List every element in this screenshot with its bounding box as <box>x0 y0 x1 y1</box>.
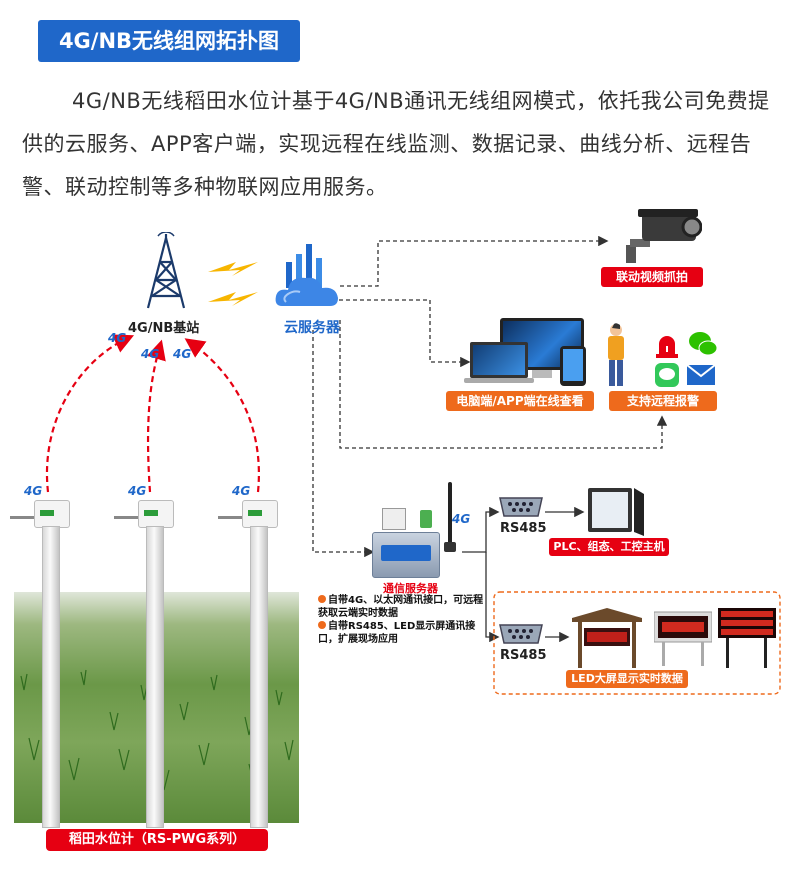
led-tag: LED大屏显示实时数据 <box>566 670 688 688</box>
alarm-tag: 支持远程报警 <box>609 391 717 411</box>
message-icon <box>655 363 679 387</box>
intro-text: 4G/NB无线稻田水位计基于4G/NB通讯无线组网模式，依托我公司免费提供的云服… <box>22 89 770 199</box>
siren-icon <box>656 336 678 358</box>
intro-paragraph: 4G/NB无线稻田水位计基于4G/NB通讯无线组网模式，依托我公司免费提供的云服… <box>22 80 782 209</box>
signal-4g-label: 4G <box>173 347 192 361</box>
video-capture-tag: 联动视频抓拍 <box>601 267 703 287</box>
signal-arc-2 <box>146 339 166 493</box>
cloud-label: 云服务器 <box>284 320 340 336</box>
ethernet-port-icon <box>382 508 406 530</box>
camera-icon <box>626 209 702 263</box>
product-caption: 稻田水位计（RS-PWG系列） <box>46 829 268 851</box>
signal-arc-1 <box>45 334 134 493</box>
cloud-to-alarm-line <box>339 320 668 449</box>
comm-server-label: 通信服务器 <box>383 582 438 595</box>
signal-4g-label: 4G <box>452 512 471 526</box>
rs485-label: RS485 <box>500 648 547 663</box>
water-level-sensor-2 <box>114 500 178 830</box>
phone-icon <box>560 346 586 386</box>
signal-4g-label: 4G <box>141 347 160 361</box>
server-box-icon <box>372 532 440 578</box>
pc-app-tag: 电脑端/APP端在线查看 <box>446 391 594 411</box>
water-level-sensor-1 <box>10 500 74 830</box>
rs485-connector-icon <box>499 624 543 644</box>
antenna-icon <box>448 482 452 544</box>
led-group-box <box>493 591 781 695</box>
base-station-label: 4G/NB基站 <box>128 321 200 336</box>
server-to-rs485-line <box>462 506 500 553</box>
touch-panel-icon <box>588 488 644 536</box>
cloud-to-pc-line <box>325 299 471 368</box>
led-sign-icon <box>654 611 712 666</box>
signal-4g-label: 4G <box>232 484 251 498</box>
page-title: 4G/NB无线组网拓扑图 <box>38 20 300 62</box>
server-note-2: 自带RS485、LED显示屏通讯接口，扩展现场应用 <box>318 621 476 645</box>
led-board-icon <box>718 608 776 668</box>
email-icon <box>686 364 716 385</box>
tower-icon <box>146 232 186 309</box>
signal-4g-label: 4G <box>24 484 43 498</box>
comm-server-notes: 自带4G、以太网通讯接口，可远程获取云端实时数据 自带RS485、LED显示屏通… <box>318 594 484 646</box>
led-kiosk-icon <box>572 608 642 668</box>
cloud-to-camera-line <box>340 235 609 287</box>
server-note-1: 自带4G、以太网通讯接口，可远程获取云端实时数据 <box>318 595 484 619</box>
wechat-icon <box>689 332 718 356</box>
signal-4g-label: 4G <box>128 484 147 498</box>
comm-server-device <box>372 482 462 580</box>
water-level-sensor-3 <box>218 500 282 830</box>
pc-devices-group <box>464 318 598 388</box>
lightning-icon <box>208 262 258 276</box>
cloud-server-icon <box>275 244 338 306</box>
laptop-icon <box>470 342 528 378</box>
sim-card-icon <box>420 510 432 528</box>
led-displays-group <box>570 608 778 672</box>
plc-tag: PLC、组态、工控主机 <box>549 538 669 556</box>
cloud-to-server-line <box>312 330 375 558</box>
signal-4g-label: 4G <box>108 331 127 345</box>
rs485-connector-icon <box>499 497 543 517</box>
rs485-label: RS485 <box>500 521 547 536</box>
lightning-icon-2 <box>208 292 258 306</box>
person-icon <box>608 323 624 386</box>
signal-arc-3 <box>184 338 260 493</box>
